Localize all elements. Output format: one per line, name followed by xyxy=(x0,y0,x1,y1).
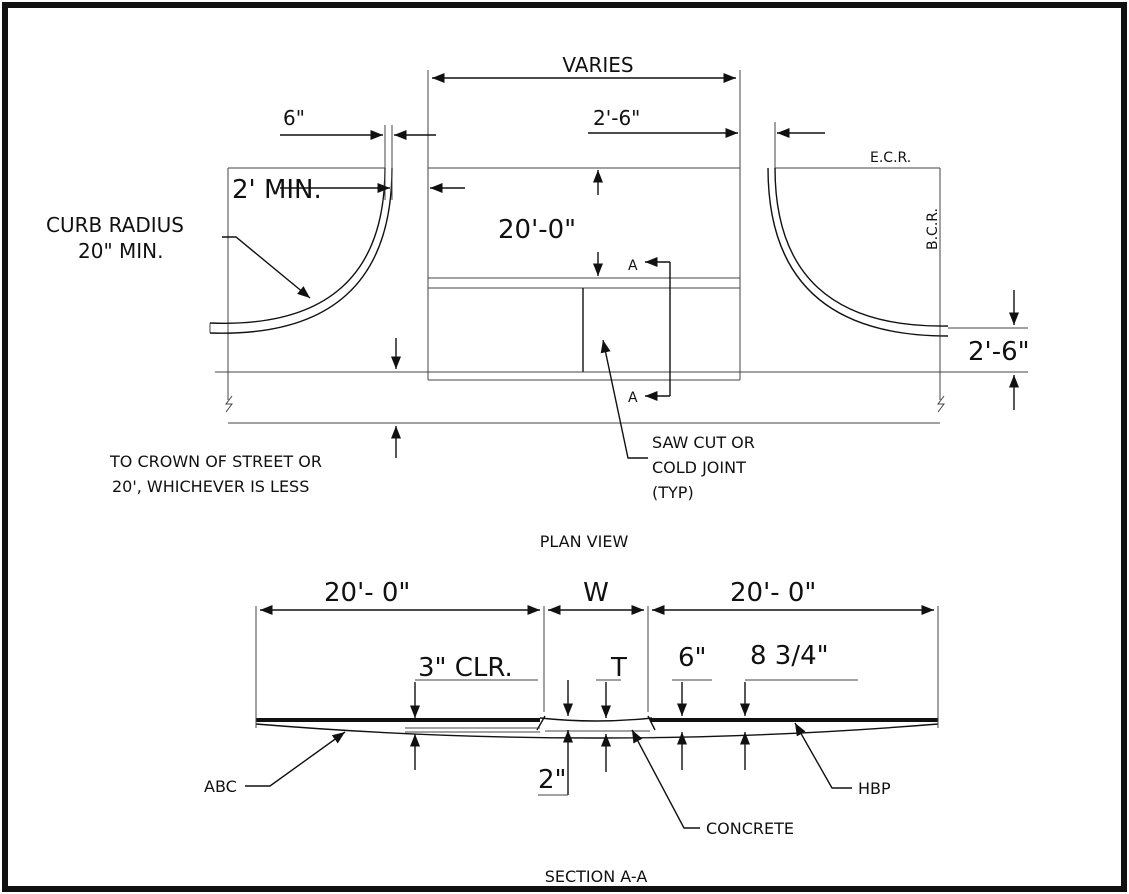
two-six-right-label: 2'-6" xyxy=(968,337,1030,367)
section-title: SECTION A-A xyxy=(545,867,648,886)
six-in-sec-label: 6" xyxy=(678,643,707,673)
plan-view: VARIES 6" 2'-6" 2' MIN. 20'-0" CURB RADI… xyxy=(46,53,1030,551)
concrete-leader xyxy=(631,729,700,829)
varies-label: VARIES xyxy=(562,53,633,77)
two-six-top-label: 2'-6" xyxy=(593,106,640,130)
t-label: T xyxy=(610,653,627,683)
left-break-mark xyxy=(225,395,233,413)
right-curb-arc-outer xyxy=(774,167,949,327)
crown-note-1: TO CROWN OF STREET OR xyxy=(109,452,322,471)
ecr-label: E.C.R. xyxy=(870,150,911,166)
saw-cut-leader xyxy=(600,339,648,459)
left-curb-arc-outer xyxy=(209,167,386,324)
three-clr-label: 3" CLR. xyxy=(418,653,513,683)
concrete-slab xyxy=(536,715,656,731)
plan-view-title: PLAN VIEW xyxy=(540,532,629,551)
right-curb-arc-inner xyxy=(767,167,949,337)
concrete-top xyxy=(539,717,653,722)
saw-cut-note-3: (TYP) xyxy=(652,483,694,502)
right-break-mark xyxy=(937,395,945,413)
abc-leader xyxy=(245,731,346,787)
section-marker-bottom: A xyxy=(628,390,638,406)
saw-cut-note-2: COLD JOINT xyxy=(652,458,746,477)
twenty-plan-label: 20'-0" xyxy=(498,215,576,245)
saw-cut-note-1: SAW CUT OR xyxy=(652,433,755,452)
curb-radius-leader xyxy=(222,236,311,299)
left-curb-arc-inner xyxy=(209,167,393,334)
concrete-label: CONCRETE xyxy=(706,819,794,838)
curb-radius-label-1: CURB RADIUS xyxy=(46,213,184,237)
curb-radius-label-2: 20" MIN. xyxy=(78,239,163,263)
crown-note-2: 20', WHICHEVER IS LESS xyxy=(112,477,309,496)
hbp-leader xyxy=(794,722,852,789)
twenty-right-label: 20'- 0" xyxy=(730,578,816,608)
hbp-label: HBP xyxy=(858,779,891,798)
bcr-label: B.C.R. xyxy=(925,208,941,250)
six-in-top-label: 6" xyxy=(283,106,305,130)
section-marker-top: A xyxy=(628,258,638,274)
eight-three-quarter-label: 8 3/4" xyxy=(750,641,829,671)
pavement-bottom xyxy=(255,723,939,739)
w-label: W xyxy=(583,578,609,608)
two-min-label: 2' MIN. xyxy=(232,175,322,205)
section-view: 20'- 0" W 20'- 0" 3" CLR. 2" T xyxy=(204,578,939,886)
two-in-label: 2" xyxy=(538,765,567,795)
twenty-left-label: 20'- 0" xyxy=(324,578,410,608)
abc-label: ABC xyxy=(204,777,237,796)
